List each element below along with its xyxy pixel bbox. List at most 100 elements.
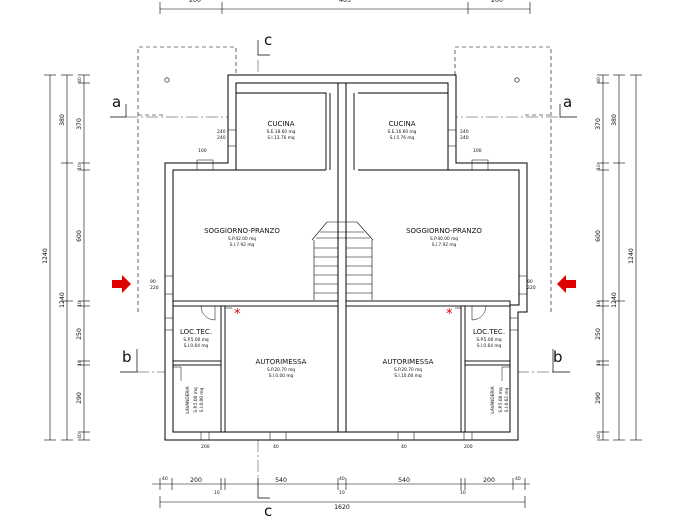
open-h-240-right: 240 (460, 135, 469, 141)
open-h-200-right: 200 (464, 444, 473, 450)
utility-walls-right (460, 305, 511, 433)
left-dim-40a: 40 (77, 77, 83, 83)
bottom-dim-10a: 10 (214, 490, 220, 496)
section-label-b-left: b (122, 348, 132, 366)
right-loctec-name: LOC.TEC. (473, 328, 505, 336)
open-h-200-left: 200 (201, 444, 210, 450)
right-dim-380: 380 (611, 114, 618, 126)
right-autorimessa-sp: S.P.20.70 mq (394, 367, 422, 373)
top-dim-200a: 200 (189, 0, 201, 4)
column-marker-right (514, 77, 520, 83)
open-w-240-left: 240 (217, 129, 226, 135)
right-autorimessa-si: S.I.10.00 mq (394, 373, 422, 379)
left-dim-370: 370 (76, 118, 83, 130)
right-cucina-name: CUCINA (389, 120, 416, 128)
left-cucina-si: S.I.13.76 mq (267, 135, 295, 141)
bottom-dim-40b: 40 (339, 476, 345, 482)
top-dim-465: 465 (339, 0, 351, 4)
left-dim-10c: 10 (77, 360, 83, 366)
bottom-dim-40a: 40 (162, 476, 168, 482)
living-garage-wall (172, 300, 511, 307)
open-h-240-left: 240 (217, 135, 226, 141)
right-lavanderia-sp: S.P.5.00 mq (498, 387, 504, 412)
open-h-220-right: 220 (527, 285, 536, 291)
bottom-dimension-line-1 (152, 478, 530, 490)
section-label-c-top: c (264, 31, 272, 49)
section-label-a-right: a (563, 93, 572, 111)
open-w-100-right: 100 (473, 148, 482, 154)
entrance-arrow-right (557, 275, 576, 293)
right-soggiorno-sp: S.P.40.00 mq (430, 236, 458, 242)
bottom-dim-540a: 540 (275, 477, 287, 484)
open-h-90-left: 90 (150, 279, 156, 285)
dashed-projection-right (454, 46, 552, 312)
open-h-220-left: 220 (150, 285, 159, 291)
right-soggiorno-name: SOGGIORNO-PRANZO (406, 227, 482, 235)
asterisk-marker-right: * (446, 307, 453, 322)
right-loctec-sp: S.P.5.00 mq (476, 337, 501, 343)
right-lavanderia-name: LAVANDERIA (490, 386, 496, 413)
right-loctec-si: S.I.0.64 mq (477, 343, 502, 349)
bottom-dim-200b: 200 (483, 477, 495, 484)
open-w-40-right: 40 (401, 444, 407, 450)
right-dim-10b: 10 (596, 301, 602, 307)
left-dim-1240b: 1240 (59, 292, 66, 308)
right-dim-290: 290 (595, 392, 602, 404)
left-dim-380: 380 (59, 114, 66, 126)
right-dim-1240a: 1240 (628, 248, 635, 264)
bottom-dim-10b: 10 (339, 490, 345, 496)
left-autorimessa-name: AUTORIMESSA (256, 358, 307, 366)
asterisk-marker-left: * (234, 307, 241, 322)
left-lavanderia-name: LAVANDERIA (185, 386, 191, 413)
open-w-40-left: 40 (273, 444, 279, 450)
bottom-dimension-line-total (159, 496, 526, 508)
left-dim-1240a: 1240 (42, 248, 49, 264)
left-dim-600: 600 (76, 230, 83, 242)
right-dim-600: 600 (595, 230, 602, 242)
section-label-c-bottom: c (264, 502, 272, 520)
staircase (311, 221, 374, 300)
left-lavanderia-si: S.I.0.00 mq (199, 387, 205, 412)
top-dim-200b: 200 (491, 0, 503, 4)
bottom-dim-200a: 200 (190, 477, 202, 484)
party-wall (337, 82, 347, 433)
left-loctec-si: S.I.0.64 mq (184, 343, 209, 349)
right-dim-1240b: 1240 (611, 292, 618, 308)
right-cucina-se: S.E.16.60 mq (388, 129, 417, 135)
right-autorimessa-name: AUTORIMESSA (383, 358, 434, 366)
left-dim-10b: 10 (77, 301, 83, 307)
left-loctec-sp: S.P.5.00 mq (183, 337, 208, 343)
left-soggiorno-si: S.I.7.92 mq (230, 242, 255, 248)
door-swings (173, 305, 510, 381)
right-dim-250: 250 (595, 328, 602, 340)
right-soggiorno-si: S.I.7.92 mq (432, 242, 457, 248)
left-dim-10a: 10 (77, 164, 83, 170)
left-autorimessa-si: S.I.0.00 mq (269, 373, 294, 379)
left-soggiorno-name: SOGGIORNO-PRANZO (204, 227, 280, 235)
left-autorimessa-sp: S.P.20.70 mq (267, 367, 295, 373)
left-cucina-se: S.E.18.60 mq (267, 129, 296, 135)
left-loctec-name: LOC.TEC. (180, 328, 212, 336)
open-w-100-left: 100 (198, 148, 207, 154)
left-lavanderia-sp: S.P.5.00 mq (193, 387, 199, 412)
column-marker-left (164, 77, 170, 83)
utility-walls-left (172, 305, 226, 433)
left-cucina-name: CUCINA (268, 120, 295, 128)
window-marks (164, 129, 528, 441)
right-cucina-si: S.I.5.76 mq (390, 135, 415, 141)
left-soggiorno-sp: S.P.42.00 mq (228, 236, 256, 242)
right-dim-10a: 10 (596, 164, 602, 170)
right-dim-10c: 10 (596, 360, 602, 366)
entrance-arrow-left (112, 275, 131, 293)
bottom-dim-40c: 40 (515, 476, 521, 482)
section-label-a-left: a (112, 93, 121, 111)
left-dimension-lines (44, 74, 90, 441)
right-lavanderia-si: S.I.0.62 mq (504, 387, 510, 412)
right-dimension-lines (597, 74, 642, 441)
bottom-dim-total: 1620 (334, 504, 350, 511)
bottom-dim-10c: 10 (460, 490, 466, 496)
left-dim-290: 290 (76, 392, 83, 404)
right-dim-40a: 40 (596, 77, 602, 83)
kitchen-walls (236, 92, 448, 171)
